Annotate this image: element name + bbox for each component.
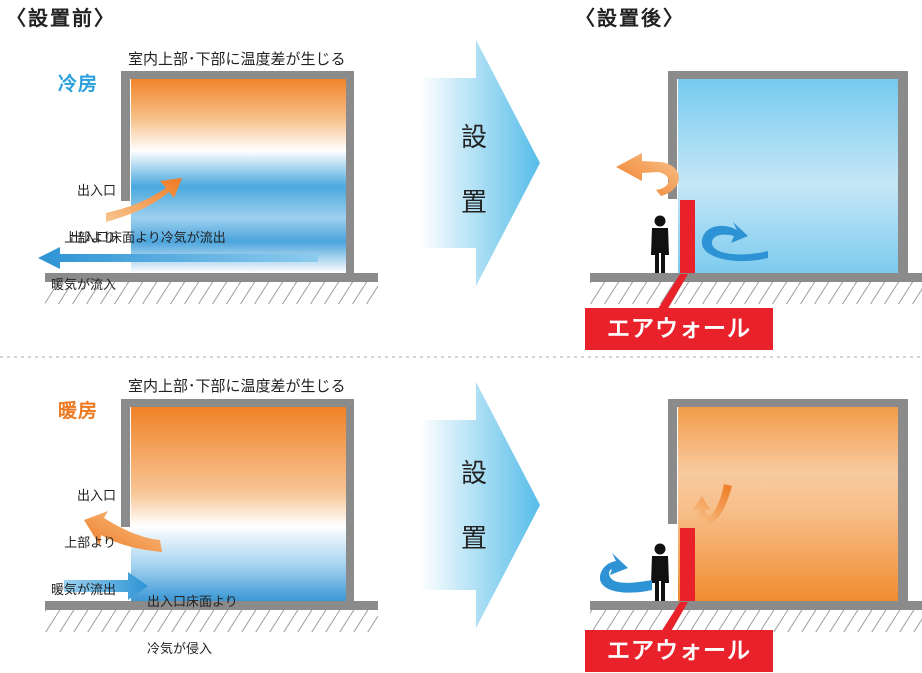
warm-curl-arrow bbox=[692, 484, 732, 525]
ground-hatch bbox=[45, 282, 378, 304]
room-floor bbox=[45, 273, 378, 282]
cooling-inflow-line-2: 上部より bbox=[64, 230, 116, 246]
air-wall-unit-top bbox=[680, 200, 695, 273]
cold-return-arrow bbox=[599, 553, 652, 593]
air-wall-badge-top: エアウォール bbox=[585, 308, 773, 350]
temperature-difference-note-bottom: 室内上部･下部に温度差が生じる bbox=[128, 377, 346, 395]
room-left-wall bbox=[121, 71, 130, 201]
warm-outflow-arrow bbox=[84, 511, 162, 552]
cooling-before-room bbox=[45, 71, 378, 304]
temperature-difference-note-top: 室内上部･下部に温度差が生じる bbox=[128, 50, 346, 68]
heating-outflow-line-2: 上部より bbox=[64, 535, 116, 551]
warm-inflow-arrow bbox=[106, 178, 182, 222]
header-after-top: 〈設置後〉 bbox=[575, 6, 685, 30]
cooling-inflow-line-1: 出入口 bbox=[76, 184, 116, 200]
mode-label-heating: 暖房 bbox=[58, 400, 99, 422]
air-wall-badge-bottom: エアウォール bbox=[585, 630, 773, 672]
badge-pointer-top bbox=[656, 274, 688, 312]
mode-label-cooling: 冷房 bbox=[58, 73, 99, 95]
cooling-outflow-label: 出入口床面より冷気が流出 bbox=[70, 231, 226, 246]
heating-before-room bbox=[45, 399, 378, 632]
cool-curl-arrow bbox=[701, 222, 768, 262]
install-arrow-bottom bbox=[420, 382, 540, 628]
heating-inflow-note: 出入口床面より 冷気が侵入 bbox=[147, 564, 238, 673]
cooling-inflow-line-3: 暖気が流入 bbox=[50, 277, 116, 293]
heating-inflow-line-1: 出入口床面より bbox=[147, 595, 238, 611]
cold-outflow-arrow bbox=[38, 247, 318, 269]
person-icon-top bbox=[651, 215, 669, 273]
warm-return-arrow bbox=[616, 153, 679, 196]
heating-outflow-note: 出入口 上部より 暖気が流出 bbox=[51, 458, 116, 614]
install-arrow-top bbox=[420, 40, 540, 286]
install-char-2-top: 置 bbox=[461, 188, 488, 218]
cold-inflow-arrow bbox=[64, 572, 148, 600]
header-before-top: 〈設置前〉 bbox=[6, 6, 116, 30]
install-char-1-top: 設 bbox=[461, 123, 488, 153]
heating-outflow-line-1: 出入口 bbox=[76, 489, 116, 505]
cooling-after-room bbox=[590, 71, 922, 304]
heating-outflow-line-3: 暖気が流出 bbox=[50, 582, 116, 598]
room-right-wall bbox=[346, 71, 354, 277]
room-ceiling bbox=[121, 71, 354, 79]
install-char-1-bottom: 設 bbox=[461, 459, 488, 489]
heating-after-room bbox=[590, 399, 922, 632]
install-char-2-bottom: 置 bbox=[461, 524, 488, 554]
cooling-inflow-note: 出入口 上部より 暖気が流入 bbox=[51, 153, 116, 309]
person-icon-bottom bbox=[651, 543, 669, 601]
air-wall-unit-bottom bbox=[680, 528, 695, 601]
heating-inflow-line-2: 冷気が侵入 bbox=[147, 641, 213, 657]
